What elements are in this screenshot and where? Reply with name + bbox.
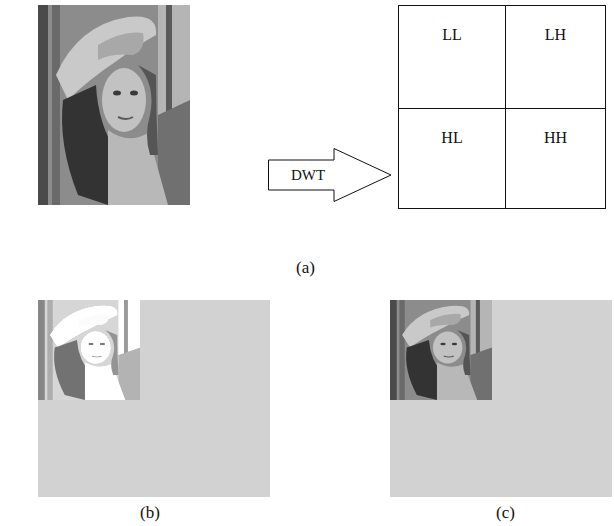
lena-thumbnail [390,300,492,400]
transform-label: DWT [291,167,325,184]
subband-cell: LL [398,5,506,109]
figure-label: (c) [496,503,515,523]
figure-label: (b) [140,503,160,523]
lena-image [38,5,190,205]
lena-thumbnail-bright [38,300,140,400]
subband-label: HL [441,129,462,147]
subband-label: LL [442,26,462,44]
figure-label: (a) [296,258,315,278]
subband-cell: HL [398,108,506,209]
transform-arrow: DWT [268,148,392,202]
arrow-outline [268,148,392,202]
subband-cell: HH [505,108,606,209]
subband-label: LH [545,26,566,44]
subband-cell: LH [505,5,606,109]
subband-label: HH [544,129,567,147]
